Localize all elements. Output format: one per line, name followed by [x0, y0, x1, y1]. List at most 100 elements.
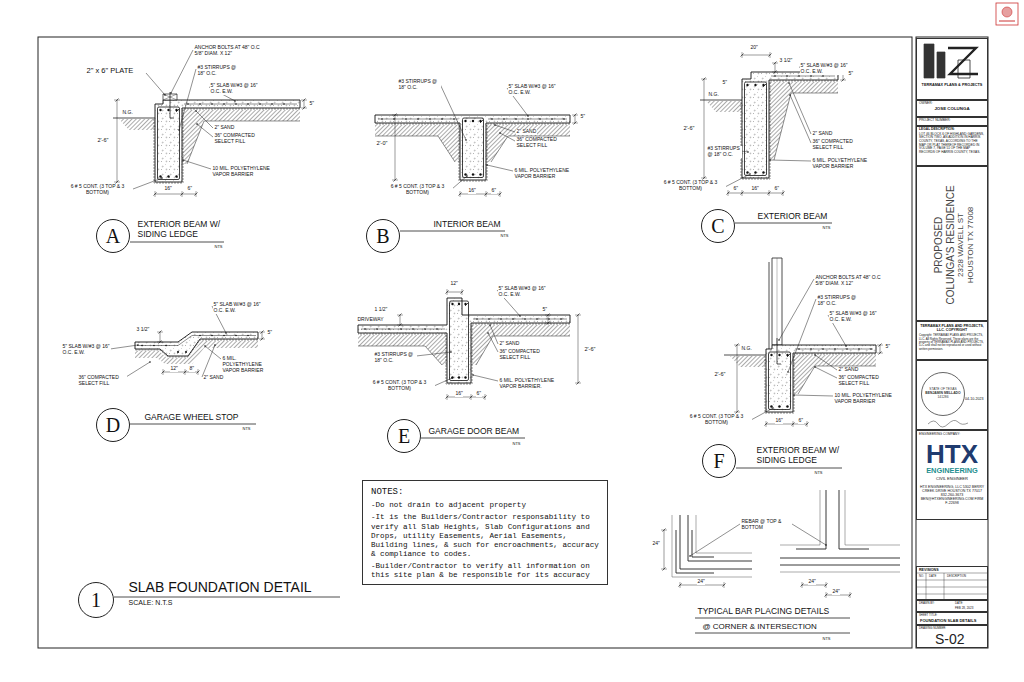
- compacted-fill: [486, 125, 570, 162]
- node-text: ENGINEERING COMPANY:: [919, 433, 985, 437]
- extension-line: [397, 315, 403, 316]
- callout-label: NTS: [500, 234, 509, 239]
- dimension-tick: [485, 193, 488, 196]
- extension-line: [772, 72, 778, 73]
- callout-label: 12": [450, 281, 458, 287]
- rebar-dot: [822, 348, 824, 350]
- project-number-box: PROJECT NUMBER:: [916, 117, 988, 126]
- callout-label: 8": [189, 366, 195, 372]
- callout-label: 10 MIL. POLYETHYLENE VAPOR BARRIER: [212, 166, 271, 178]
- extension-line: [500, 191, 501, 197]
- node-subtext: -It is the Builders/Contractor responsab…: [371, 513, 599, 559]
- callout-label: 36" COMPACTED SELECT FILL: [499, 349, 548, 361]
- leader-line: [500, 133, 515, 141]
- callout-label: 36" COMPACTED SELECT FILL: [78, 375, 127, 387]
- slab-rebar: [184, 104, 297, 105]
- extension-line: [301, 108, 307, 109]
- extension-line: [734, 345, 740, 346]
- permit-stamp-seal: [1002, 7, 1012, 17]
- dimension-tick: [703, 78, 706, 81]
- callout-label: 16": [164, 186, 172, 192]
- slab-rebar: [488, 119, 567, 120]
- rebar-dot: [436, 328, 438, 330]
- dimension-line: [728, 193, 783, 194]
- rebar-dot: [870, 348, 872, 350]
- rebar-dot: [247, 335, 249, 337]
- dimension-line: [880, 345, 881, 353]
- title-block-border: [916, 37, 988, 648]
- node-text: DRAWING NUMBER:: [919, 627, 946, 630]
- leader-dot: [196, 123, 198, 125]
- rebar-dot: [464, 376, 466, 378]
- rebar-dot: [778, 405, 780, 407]
- callout-label: 10 MIL. POLYETHYLENE VAPOR BARRIER: [834, 393, 893, 405]
- vapor-barrier: [154, 109, 300, 183]
- node-text: TERRAMAX PLANS & PROJECTS: [920, 83, 984, 87]
- leader-line: [815, 355, 837, 370]
- callout-label: #3 STIRRUPS @ 18" O.C.: [374, 352, 417, 364]
- heading-underline: [421, 438, 525, 439]
- callout-label: 2" SAND: [203, 375, 224, 381]
- rebar-dot: [746, 171, 748, 173]
- rebar-dot: [515, 118, 517, 120]
- rebar-dot: [393, 118, 395, 120]
- node-text: F: [713, 450, 724, 473]
- node-text: PROJECT NUMBER:: [919, 119, 985, 123]
- dimension-tick: [736, 344, 739, 347]
- callout-label: 5": [542, 307, 548, 313]
- leader-line: [202, 345, 215, 377]
- callout-label: 2" SAND: [516, 129, 537, 135]
- callout-label: 20": [750, 45, 758, 51]
- slab-rebar: [473, 319, 567, 320]
- detail-callout-circle: B: [366, 219, 400, 253]
- leader-dot: [527, 115, 529, 117]
- rebar-dot: [417, 118, 419, 120]
- callout-label: 16": [751, 186, 759, 192]
- dimension-tick: [577, 314, 580, 317]
- extension-line: [545, 315, 551, 316]
- rebar-dot: [458, 376, 460, 378]
- extension-line: [661, 530, 667, 531]
- leader-dot: [204, 345, 206, 347]
- leader-dot: [689, 555, 691, 557]
- dimension-tick: [782, 192, 785, 195]
- signature: [928, 420, 968, 427]
- callout-label: 5" SLAB W/#3 @ 16" O.C. E.W.: [508, 84, 559, 96]
- dimension-line: [578, 315, 579, 383]
- extension-line: [545, 323, 551, 324]
- extension-line: [259, 339, 265, 340]
- concrete-section: [155, 100, 300, 182]
- leader-line: [146, 73, 165, 95]
- node-text: A: [106, 225, 120, 248]
- node-subtext: HOUSTON TX 77008: [965, 206, 974, 283]
- leader-line: [790, 95, 811, 143]
- dimension-tick: [879, 352, 882, 355]
- extension-line: [877, 345, 883, 346]
- rebar-dot: [235, 335, 237, 337]
- leader-dot: [747, 151, 749, 153]
- rebar-dot: [429, 118, 431, 120]
- callout-label: 6": [733, 186, 739, 192]
- detail-callout-circle: C: [701, 209, 735, 243]
- leader-dot: [749, 173, 751, 175]
- callout-label: SCALE: N.T.S: [128, 599, 173, 607]
- dimension-tick: [261, 331, 264, 334]
- detail-heading: TYPICAL BAR PLACING DETAILS: [697, 607, 830, 617]
- logo-building: [924, 44, 934, 78]
- callout-label: 12": [170, 366, 178, 372]
- notes-box: NOTES:-Do not drain to adjacent property…: [362, 480, 608, 585]
- stirrup-hook: [480, 120, 484, 124]
- node-subtext: S-02: [935, 631, 965, 647]
- leader-dot: [487, 332, 489, 334]
- callout-label: 24": [652, 541, 660, 547]
- engineering-company-box: ENGINEERING COMPANY:HTXENGINEERINGCIVIL …: [916, 430, 988, 520]
- dimension-tick: [261, 338, 264, 341]
- ground-hatch: [730, 356, 766, 367]
- rebar-dot: [503, 118, 505, 120]
- dimension-line: [400, 315, 401, 325]
- rebar-dot: [512, 318, 514, 320]
- leader-dot: [814, 366, 816, 368]
- logo-mark: [948, 48, 978, 74]
- callout-label: 2'-6": [683, 125, 695, 131]
